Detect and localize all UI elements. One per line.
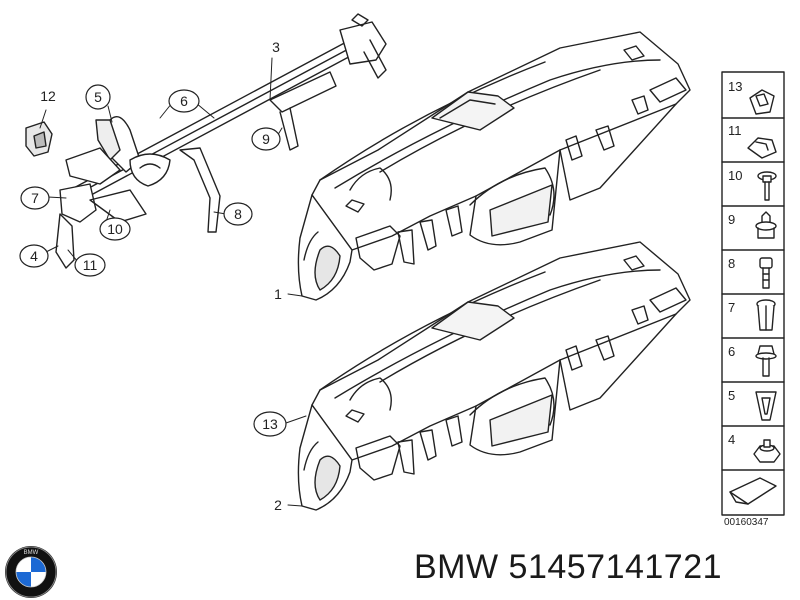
screw-icon-9 xyxy=(755,211,777,239)
legend-label-5: 5 xyxy=(728,388,735,403)
legend-label-11: 11 xyxy=(728,123,742,138)
callout-label-3: 3 xyxy=(272,39,280,55)
legend-label-13: 13 xyxy=(728,79,742,94)
legend-label-6: 6 xyxy=(728,344,735,359)
callout-11 xyxy=(74,253,106,277)
legend-label-10: 10 xyxy=(728,168,742,183)
leader-lines xyxy=(39,57,307,507)
callout-8 xyxy=(223,202,253,226)
callout-label-7: 7 xyxy=(31,190,39,206)
bolt-icon-8 xyxy=(759,257,773,289)
callout-5 xyxy=(85,84,111,110)
nut-clip-icon-11 xyxy=(747,137,777,159)
callouts xyxy=(19,84,287,437)
dashboard-lower xyxy=(297,241,691,511)
bolt-icon-6 xyxy=(755,345,777,377)
callout-9 xyxy=(251,127,281,151)
callout-label-10: 10 xyxy=(107,221,123,237)
legend-label-9: 9 xyxy=(728,212,735,227)
callout-13 xyxy=(253,411,287,437)
part-number-label: BMW 51457141721 xyxy=(414,548,723,586)
legend-label-8: 8 xyxy=(728,256,735,271)
legend-label-4: 4 xyxy=(728,432,735,447)
callout-label-4: 4 xyxy=(30,248,38,264)
arrow-icon xyxy=(729,477,777,505)
callout-10 xyxy=(99,217,131,241)
cross-car-beam xyxy=(25,13,387,269)
fastener-legend xyxy=(721,71,785,516)
callout-6 xyxy=(168,89,200,113)
clip-icon-13 xyxy=(749,89,775,115)
bmw-roundel-icon: BMW xyxy=(5,546,57,598)
callout-label-12: 12 xyxy=(40,88,56,104)
callout-label-8: 8 xyxy=(234,206,242,222)
callout-label-1: 1 xyxy=(274,286,282,302)
bolt-icon-10 xyxy=(757,171,777,201)
logo-text: BMW xyxy=(24,550,39,556)
callout-label-6: 6 xyxy=(180,93,188,109)
legend-label-7: 7 xyxy=(728,300,735,315)
callout-label-9: 9 xyxy=(262,131,270,147)
expansion-nut-icon-7 xyxy=(756,299,776,331)
callout-4 xyxy=(19,244,49,268)
callout-7 xyxy=(20,186,50,210)
callout-label-5: 5 xyxy=(94,89,102,105)
hex-nut-icon-4 xyxy=(753,439,781,463)
callout-label-11: 11 xyxy=(83,257,98,273)
callout-label-13: 13 xyxy=(262,416,278,432)
callout-label-2: 2 xyxy=(274,497,282,513)
dashboard-upper xyxy=(297,31,691,301)
plastic-nut-icon-5 xyxy=(755,391,777,421)
diagram-number: 00160347 xyxy=(724,517,769,528)
